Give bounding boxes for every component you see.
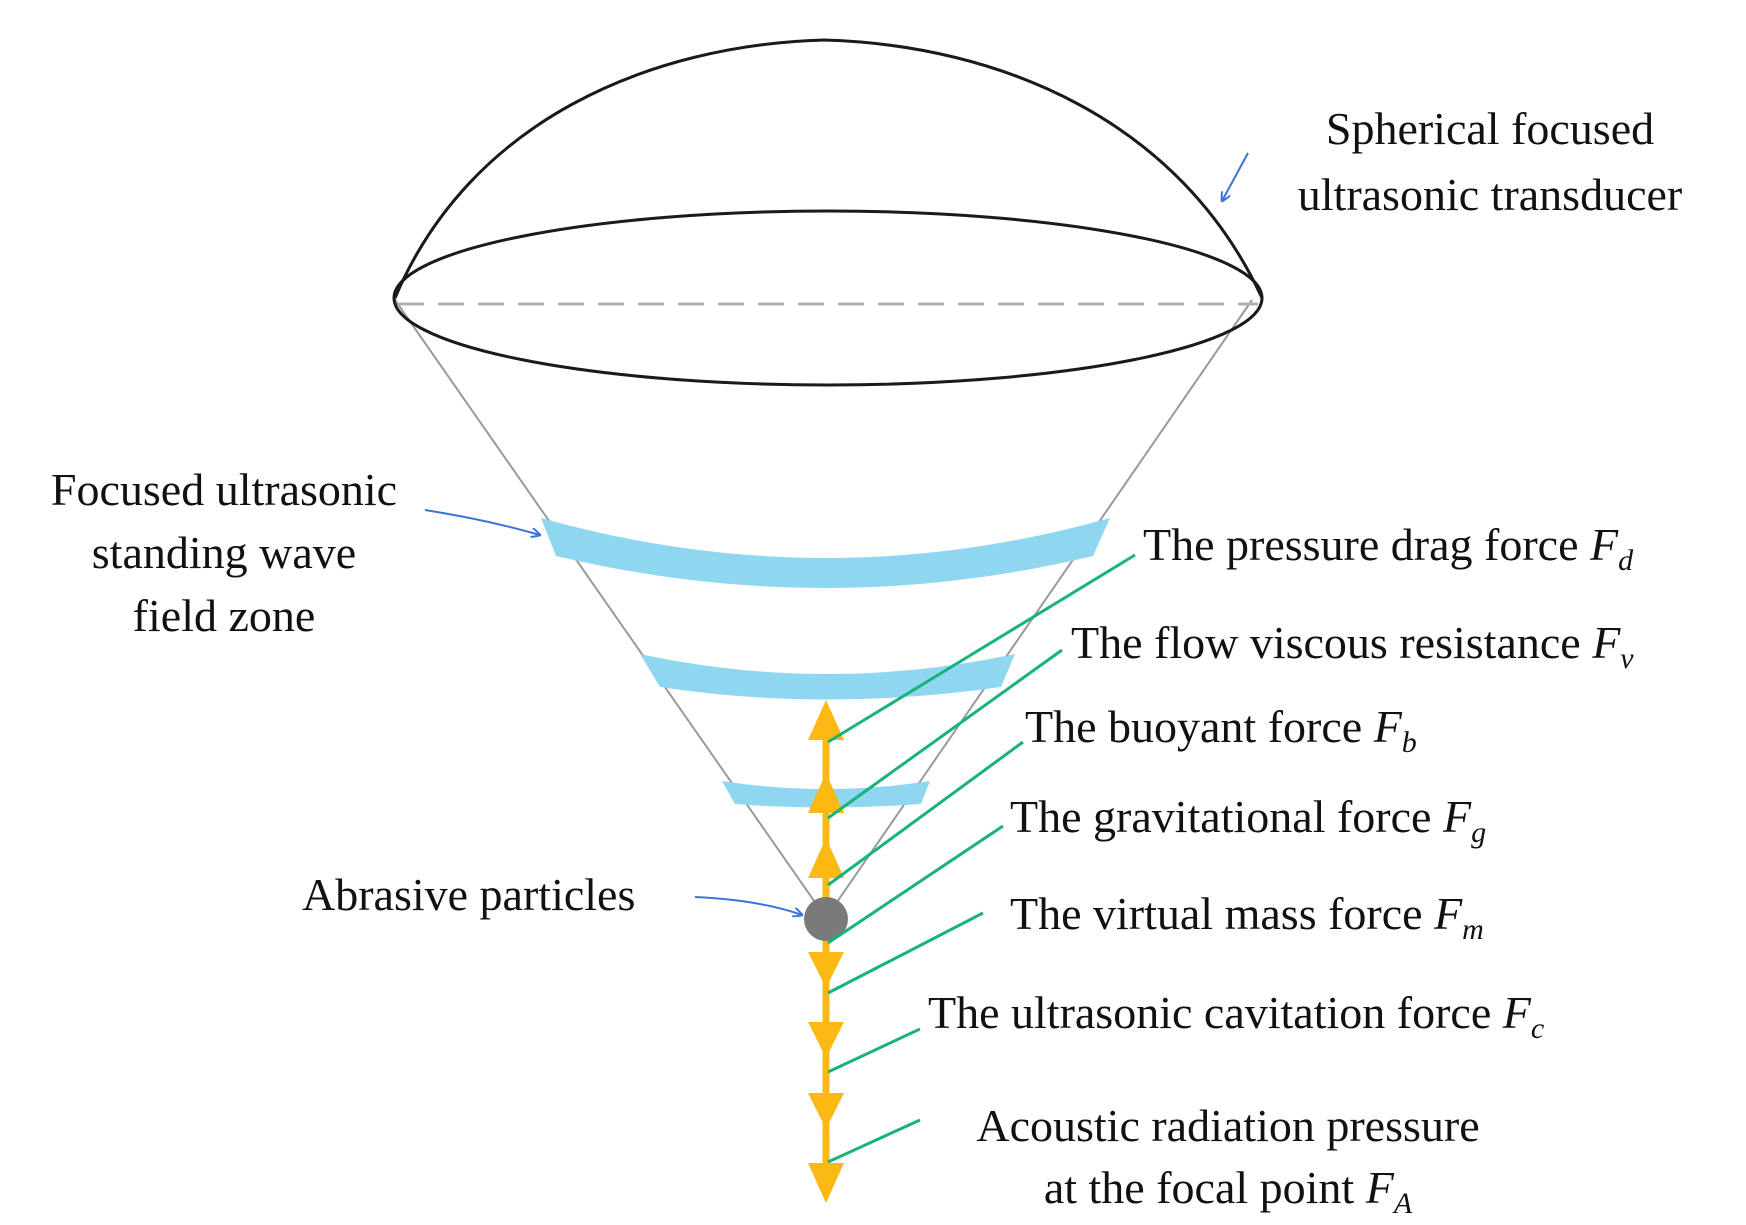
force-text-drag: The pressure drag force xyxy=(1143,519,1590,570)
force-text-cavitation: The ultrasonic cavitation force xyxy=(928,987,1503,1038)
force-text-radiation-line-1: Acoustic radiation pressure xyxy=(976,1100,1480,1151)
force-text-buoyant: The buoyant force xyxy=(1025,701,1374,752)
force-text-gravitational: The gravitational force xyxy=(1010,791,1443,842)
arrow-virtual-mass-down xyxy=(808,1022,844,1058)
leader-drag xyxy=(827,553,1136,744)
force-subscript-viscous: v xyxy=(1620,642,1634,675)
leader-radiation xyxy=(827,1118,921,1164)
force-label-drag: The pressure drag force Fd xyxy=(1143,522,1633,576)
wave-zone-label: Focused ultrasonic standing wave field z… xyxy=(14,458,434,647)
force-subscript-drag: d xyxy=(1618,544,1634,577)
particle-pointer-arrow xyxy=(694,896,802,915)
wave-band-1 xyxy=(541,518,1110,588)
wave-zone-label-line-3: field zone xyxy=(132,590,316,641)
transducer-label-line-2: ultrasonic transducer xyxy=(1297,169,1683,220)
arrow-viscous-up xyxy=(808,773,844,813)
transducer-label: Spherical focused ultrasonic transducer xyxy=(1255,96,1725,228)
force-label-gravitational: The gravitational force Fg xyxy=(1010,794,1486,848)
force-label-cavitation: The ultrasonic cavitation force Fc xyxy=(928,990,1544,1044)
force-text-radiation-line-2: at the focal point xyxy=(1043,1162,1366,1213)
force-symbol-cavitation: F xyxy=(1502,987,1531,1038)
transducer-label-line-1: Spherical focused xyxy=(1325,103,1655,154)
cone-left-edge xyxy=(394,299,827,919)
force-symbol-buoyant: F xyxy=(1373,701,1402,752)
arrow-radiation-down xyxy=(808,1163,844,1203)
abrasive-particle xyxy=(804,897,848,941)
force-radiation-line-2: at the focal point FA xyxy=(918,1157,1538,1225)
leader-viscous xyxy=(827,648,1063,820)
force-label-buoyant: The buoyant force Fb xyxy=(1025,704,1417,758)
force-subscript-cavitation: c xyxy=(1530,1012,1545,1045)
arrow-gravitational-down xyxy=(808,952,844,988)
force-text-virtual-mass: The virtual mass force xyxy=(1010,888,1435,939)
transducer-aperture-ellipse xyxy=(392,209,1264,387)
force-label-virtual-mass: The virtual mass force Fm xyxy=(1010,891,1484,945)
transducer-dome xyxy=(393,38,1264,299)
leader-virtual-mass xyxy=(827,911,984,995)
wave-zone-label-line-2: standing wave xyxy=(91,527,357,578)
force-symbol-drag: F xyxy=(1590,519,1619,570)
wave-zone-pointer-arrow xyxy=(424,509,540,535)
force-symbol-radiation: F xyxy=(1365,1162,1394,1213)
force-symbol-virtual-mass: F xyxy=(1434,888,1463,939)
wave-zone-label-line-1: Focused ultrasonic xyxy=(50,464,398,515)
arrow-drag-up xyxy=(808,700,844,740)
force-symbol-gravitational: F xyxy=(1442,791,1472,842)
force-text-viscous: The flow viscous resistance xyxy=(1071,617,1593,668)
leader-cavitation xyxy=(827,1027,921,1074)
force-subscript-gravitational: g xyxy=(1471,816,1487,849)
force-symbol-viscous: F xyxy=(1592,617,1621,668)
transducer-pointer-arrow xyxy=(1222,152,1249,201)
arrow-buoyant-up xyxy=(808,838,844,878)
force-label-radiation: Acoustic radiation pressure at the focal… xyxy=(918,1095,1538,1225)
force-subscript-virtual-mass: m xyxy=(1462,913,1484,946)
force-label-viscous: The flow viscous resistance Fv xyxy=(1071,620,1634,674)
force-subscript-buoyant: b xyxy=(1401,726,1417,759)
force-subscript-radiation: A xyxy=(1393,1187,1413,1220)
cone-right-edge xyxy=(825,299,1253,919)
leader-gravitational xyxy=(827,824,1004,945)
leader-buoyant xyxy=(827,740,1024,887)
particles-label: Abrasive particles xyxy=(302,869,636,920)
arrow-cavitation-down xyxy=(808,1093,844,1129)
wave-band-2 xyxy=(640,654,1015,700)
